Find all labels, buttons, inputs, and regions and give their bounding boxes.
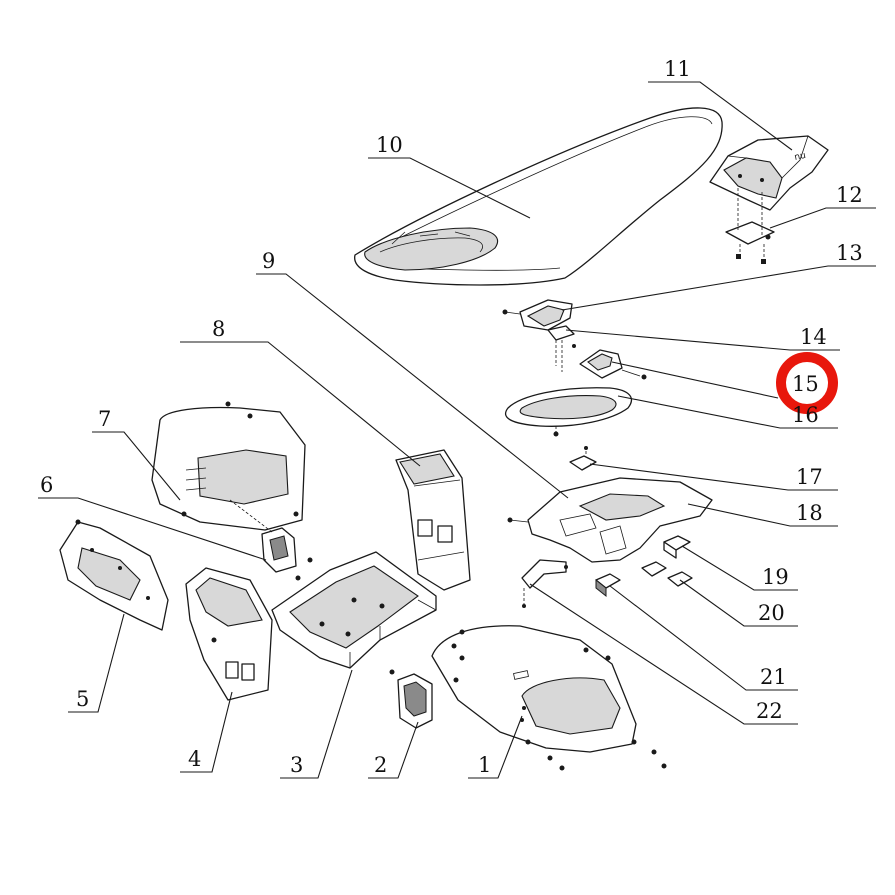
part-15-latch-plate — [572, 344, 647, 380]
part-11-rear-cowl: nu — [709, 135, 829, 211]
callout-15[interactable]: 15 — [792, 372, 819, 396]
part-19-clip — [663, 535, 691, 559]
part-12-bracket — [725, 188, 775, 264]
part-1-right-cover — [431, 625, 667, 771]
part-5-left-cover — [59, 519, 169, 631]
callout-6[interactable]: 6 — [40, 473, 53, 497]
callout-18[interactable]: 18 — [796, 501, 823, 525]
callout-9[interactable]: 9 — [262, 249, 275, 273]
callout-20[interactable]: 20 — [758, 601, 785, 625]
part-21-clip — [595, 573, 621, 598]
callout-22[interactable]: 22 — [756, 699, 783, 723]
part-4-front-box — [185, 567, 273, 701]
part-18-lower-frame — [507, 477, 713, 563]
part-3-storage-tray — [271, 551, 437, 669]
callout-8[interactable]: 8 — [212, 317, 225, 341]
callout-21[interactable]: 21 — [760, 665, 787, 689]
callout-14[interactable]: 14 — [800, 325, 827, 349]
highlight-ring — [776, 352, 838, 414]
part-14-lock-block — [547, 325, 575, 372]
part-22-bracket — [521, 559, 568, 608]
part-8-back-panel — [395, 449, 471, 591]
callout-7[interactable]: 7 — [98, 407, 111, 431]
callout-5[interactable]: 5 — [76, 687, 89, 711]
part-20-clip-pair — [641, 561, 693, 587]
callout-2[interactable]: 2 — [374, 753, 387, 777]
leader-lines — [38, 81, 876, 779]
callout-16[interactable]: 16 — [792, 403, 819, 427]
callout-13[interactable]: 13 — [836, 241, 863, 265]
part-13-latch-handle — [502, 299, 573, 331]
part-17-clip — [569, 446, 597, 471]
part-2-switch — [389, 669, 433, 729]
svg-text:nu: nu — [794, 151, 807, 163]
callout-17[interactable]: 17 — [796, 465, 823, 489]
callout-3[interactable]: 3 — [290, 753, 303, 777]
callout-12[interactable]: 12 — [836, 183, 863, 207]
callout-1[interactable]: 1 — [478, 753, 491, 777]
callout-4[interactable]: 4 — [188, 747, 201, 771]
callout-10[interactable]: 10 — [376, 133, 403, 157]
callout-labels: 1 2 3 4 5 6 7 8 9 10 11 12 13 14 15 16 1… — [40, 57, 863, 777]
callout-11[interactable]: 11 — [664, 57, 691, 81]
part-16-trim-ring — [505, 387, 633, 437]
part-10-seat — [354, 107, 723, 286]
part-7-side-panel — [151, 401, 306, 531]
callout-19[interactable]: 19 — [762, 565, 789, 589]
part-6-latch — [229, 499, 313, 581]
